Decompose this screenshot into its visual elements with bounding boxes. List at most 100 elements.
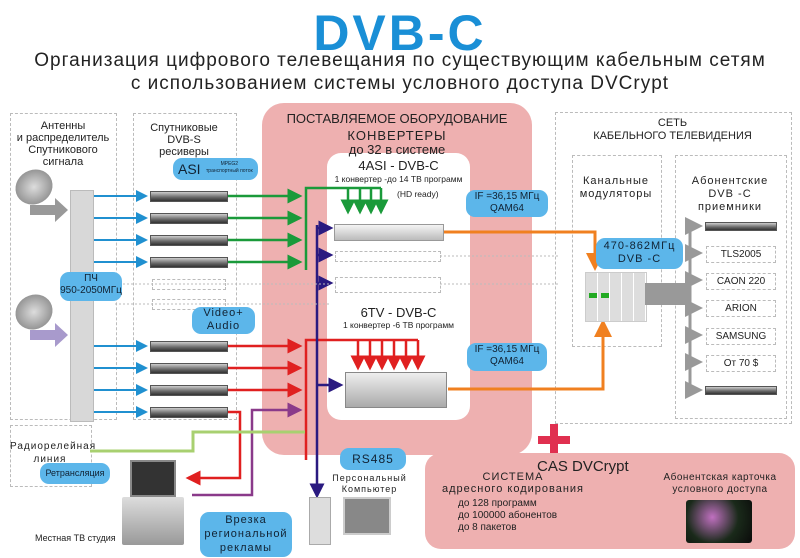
converter1-desc: 1 конвертер -до 14 ТВ программ [334, 174, 463, 184]
converter-6tv-device [345, 372, 447, 408]
dvbs-receiver [150, 235, 228, 246]
label-line: Радиорелейная [10, 441, 97, 452]
control-bus [309, 220, 344, 499]
radio-label: Радиорелейная линия [10, 440, 97, 466]
modulator-led [589, 293, 597, 298]
converter-4asi-device [334, 224, 444, 241]
channel-modulators [585, 272, 647, 322]
receiver-model: От 70 $ [706, 355, 776, 372]
label-line: рекламы [219, 542, 273, 554]
receiver-model: TLS2005 [706, 246, 776, 263]
label-line: IF =36,15 МГц [474, 191, 540, 202]
cas-title: CAS DVCrypt [537, 458, 629, 475]
relay-line [90, 430, 305, 453]
label-line: модуляторы [579, 188, 653, 200]
label-line: IF =36,15 МГц [474, 344, 540, 355]
antenna-box [10, 113, 117, 420]
label-line: Компьютер [341, 484, 398, 494]
label-line: Спутниковые [150, 122, 218, 134]
receiver-model: CAON 220 [706, 273, 776, 290]
if-lines [92, 190, 148, 418]
subtitle-2: с использованием системы условного досту… [130, 73, 670, 94]
dvbs-receiver [150, 191, 228, 202]
label-line: Канальные [583, 175, 649, 187]
subscriber-receiver [705, 386, 777, 395]
label-line: и распределитель [16, 132, 110, 144]
label-line: Персональный [332, 473, 407, 483]
dvbs-receiver [150, 363, 228, 374]
receiver-model: ARION [706, 300, 776, 317]
label-line: QAM64 [490, 355, 524, 367]
callout-rs485: RS485 [340, 448, 406, 470]
radio-box [10, 425, 92, 487]
combiner [645, 283, 690, 305]
dvbs-receiver [150, 341, 228, 352]
plus-icon [550, 424, 558, 456]
label-line: ПЧ [84, 273, 98, 284]
label-line: Врезка [225, 514, 267, 526]
label-line: QAM64 [490, 202, 524, 214]
label-line: приемники [697, 201, 763, 213]
spare-receiver [152, 299, 226, 310]
asi-lines [228, 186, 389, 270]
label-line: 470-862МГц [603, 240, 676, 252]
dvbs-receiver [150, 385, 228, 396]
studio-label: Местная ТВ студия [35, 533, 116, 543]
spare-converter [335, 251, 441, 262]
label-line: до 100000 абонентов [458, 510, 558, 521]
callout-text: ASI [178, 161, 201, 177]
label-line: Video+ [203, 307, 244, 319]
subtitle-1: Организация цифрового телевещания по сущ… [34, 50, 766, 71]
dvbs-receiver [150, 407, 228, 418]
spare-receiver [152, 279, 226, 290]
label-line: транспортный поток [206, 168, 253, 174]
studio-console [122, 497, 184, 545]
label-line: ресиверы [159, 146, 209, 158]
rf-lines [443, 230, 612, 391]
distribution-lines [685, 217, 703, 399]
av-lines [185, 338, 426, 486]
pc-tower-icon [309, 497, 331, 545]
pc-monitor-icon [343, 497, 391, 535]
subscriber-receiver [705, 222, 777, 231]
label-line: до 128 программ [458, 498, 537, 509]
converter2-name: 6TV - DVB-C [360, 305, 437, 320]
signal-distributor [70, 190, 94, 422]
converter1-name: 4ASI - DVB-C [358, 158, 439, 173]
label-line: линия [33, 454, 67, 465]
label-line: условного доступа [672, 484, 768, 495]
cable-network-box [555, 112, 792, 424]
label-line: Audio [206, 319, 241, 332]
label-line: DVB -C [708, 188, 752, 200]
studio-monitor [130, 460, 176, 497]
ad-insert-line [192, 402, 303, 497]
label-line: Абонентские [691, 175, 769, 187]
label-line: СЕТЬ [657, 117, 688, 129]
access-card-image [686, 500, 752, 543]
label-line: Антенны [40, 120, 86, 132]
label-line: сигнала [42, 156, 84, 168]
receiver-model: SAMSUNG [706, 328, 776, 345]
label-line: СИСТЕМА [482, 471, 544, 483]
title: DVB-C [313, 5, 487, 61]
supplied-title: ПОСТАВЛЯЕМОЕ ОБОРУДОВАНИЕ [286, 111, 508, 126]
label-line: DVB-S [167, 134, 201, 146]
converter1-note: (HD ready) [397, 189, 439, 199]
label-line: Абонентская карточка [663, 472, 777, 483]
